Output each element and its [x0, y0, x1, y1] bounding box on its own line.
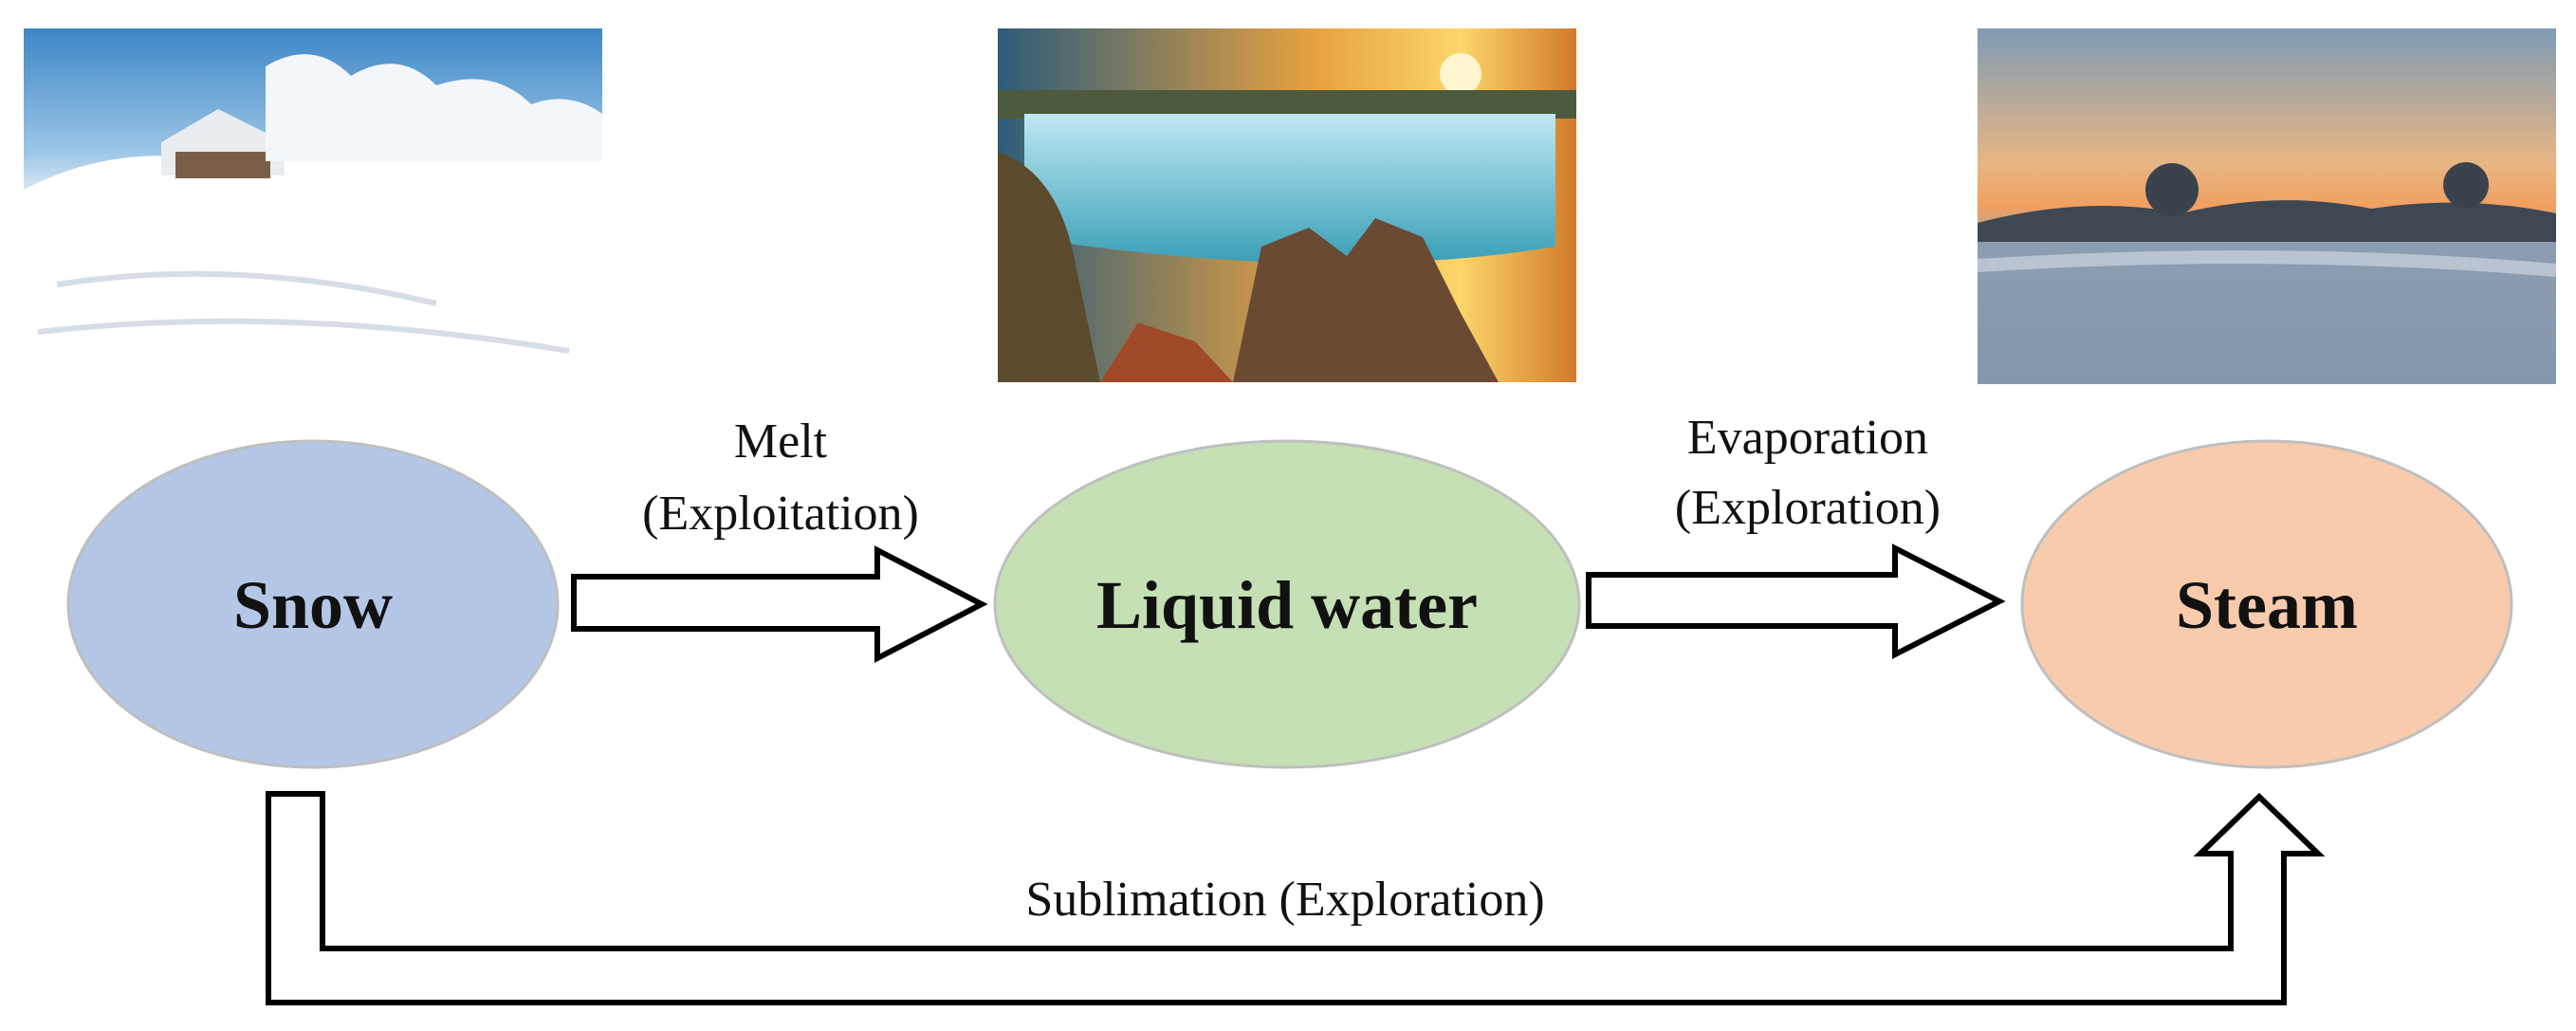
evaporation-label-line1: Evaporation — [1687, 411, 1928, 465]
liquid-water-node — [993, 439, 1581, 769]
steam-label: Steam — [2176, 567, 2358, 643]
snow-node — [66, 439, 560, 769]
evaporation-label-line2: (Exploration) — [1675, 481, 1941, 535]
evaporation-arrow — [1586, 543, 2006, 659]
mist-photo — [1977, 28, 2557, 384]
snow-photo — [24, 28, 602, 381]
melt-label-line2: (Exploitation) — [642, 487, 919, 541]
sublimation-arrow — [266, 791, 2326, 1005]
melt-label-line1: Melt — [734, 414, 828, 469]
snow-label: Snow — [233, 567, 393, 643]
waterfall-photo — [998, 28, 1576, 382]
liquid-water-label: Liquid water — [1096, 567, 1478, 643]
sublimation-label: Sublimation (Exploration) — [1025, 873, 1544, 927]
steam-node — [2020, 439, 2513, 769]
melt-arrow — [571, 545, 988, 663]
